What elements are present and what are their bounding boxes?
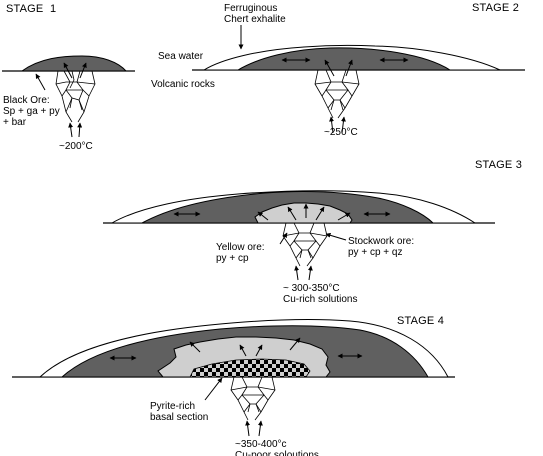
stage-4-temperature-label: ~350-400°c Cu-poor soloutions: [235, 439, 319, 456]
stage-3-stockwork: [282, 222, 328, 267]
stage-1-black-ore-mound: [20, 55, 128, 72]
stage-2-black-ore-mound: [236, 47, 452, 71]
stage-1-temperature-label: ~200°C: [59, 141, 93, 152]
stage-1-title: STAGE 1: [6, 3, 57, 15]
stage-2-graphic: [192, 25, 525, 134]
stage-3-flow-arrows: [173, 203, 391, 281]
stage-2-title: STAGE 2: [472, 2, 520, 14]
stage-3-graphic: [103, 190, 495, 281]
stage-3-yellow-ore: [254, 202, 353, 224]
stage-3-stockwork-ore-label: Stockwork ore: py + cp + qz: [348, 236, 415, 258]
stage-4-stockwork: [230, 376, 276, 421]
stage-2-stockwork: [314, 69, 360, 119]
stage-1-graphic: [2, 55, 135, 138]
stage-4-flow-arrows: [109, 337, 363, 437]
stage-4-pyrite-label: Pyrite-rich basal section: [150, 401, 209, 423]
stage-2-sea-water-label: Sea water: [158, 51, 204, 62]
stage-3-temperature-label: ~ 300-350°C Cu-rich solutions: [283, 283, 358, 305]
stage-3-yellow-ore-label: Yellow ore: py + cp: [216, 242, 265, 264]
stage-1-flow-arrows: [35, 62, 87, 138]
stage-2-temperature-label: ~250°C: [324, 127, 358, 138]
stage-4-graphic: [12, 319, 455, 437]
stage-4-pyrite-base: [189, 358, 311, 378]
stage-1-stockwork: [55, 70, 96, 123]
stage-2-flow-arrows: [238, 25, 409, 134]
stage-2-chert-label: Ferruginous Chert exhalite: [224, 3, 286, 25]
stage-2-volcanic-rocks-label: Volcanic rocks: [151, 79, 215, 90]
stage-4-title: STAGE 4: [397, 315, 445, 327]
stage-3-title: STAGE 3: [475, 159, 523, 171]
stage-1-black-ore-label: Black Ore: Sp + ga + py + bar: [3, 95, 60, 128]
